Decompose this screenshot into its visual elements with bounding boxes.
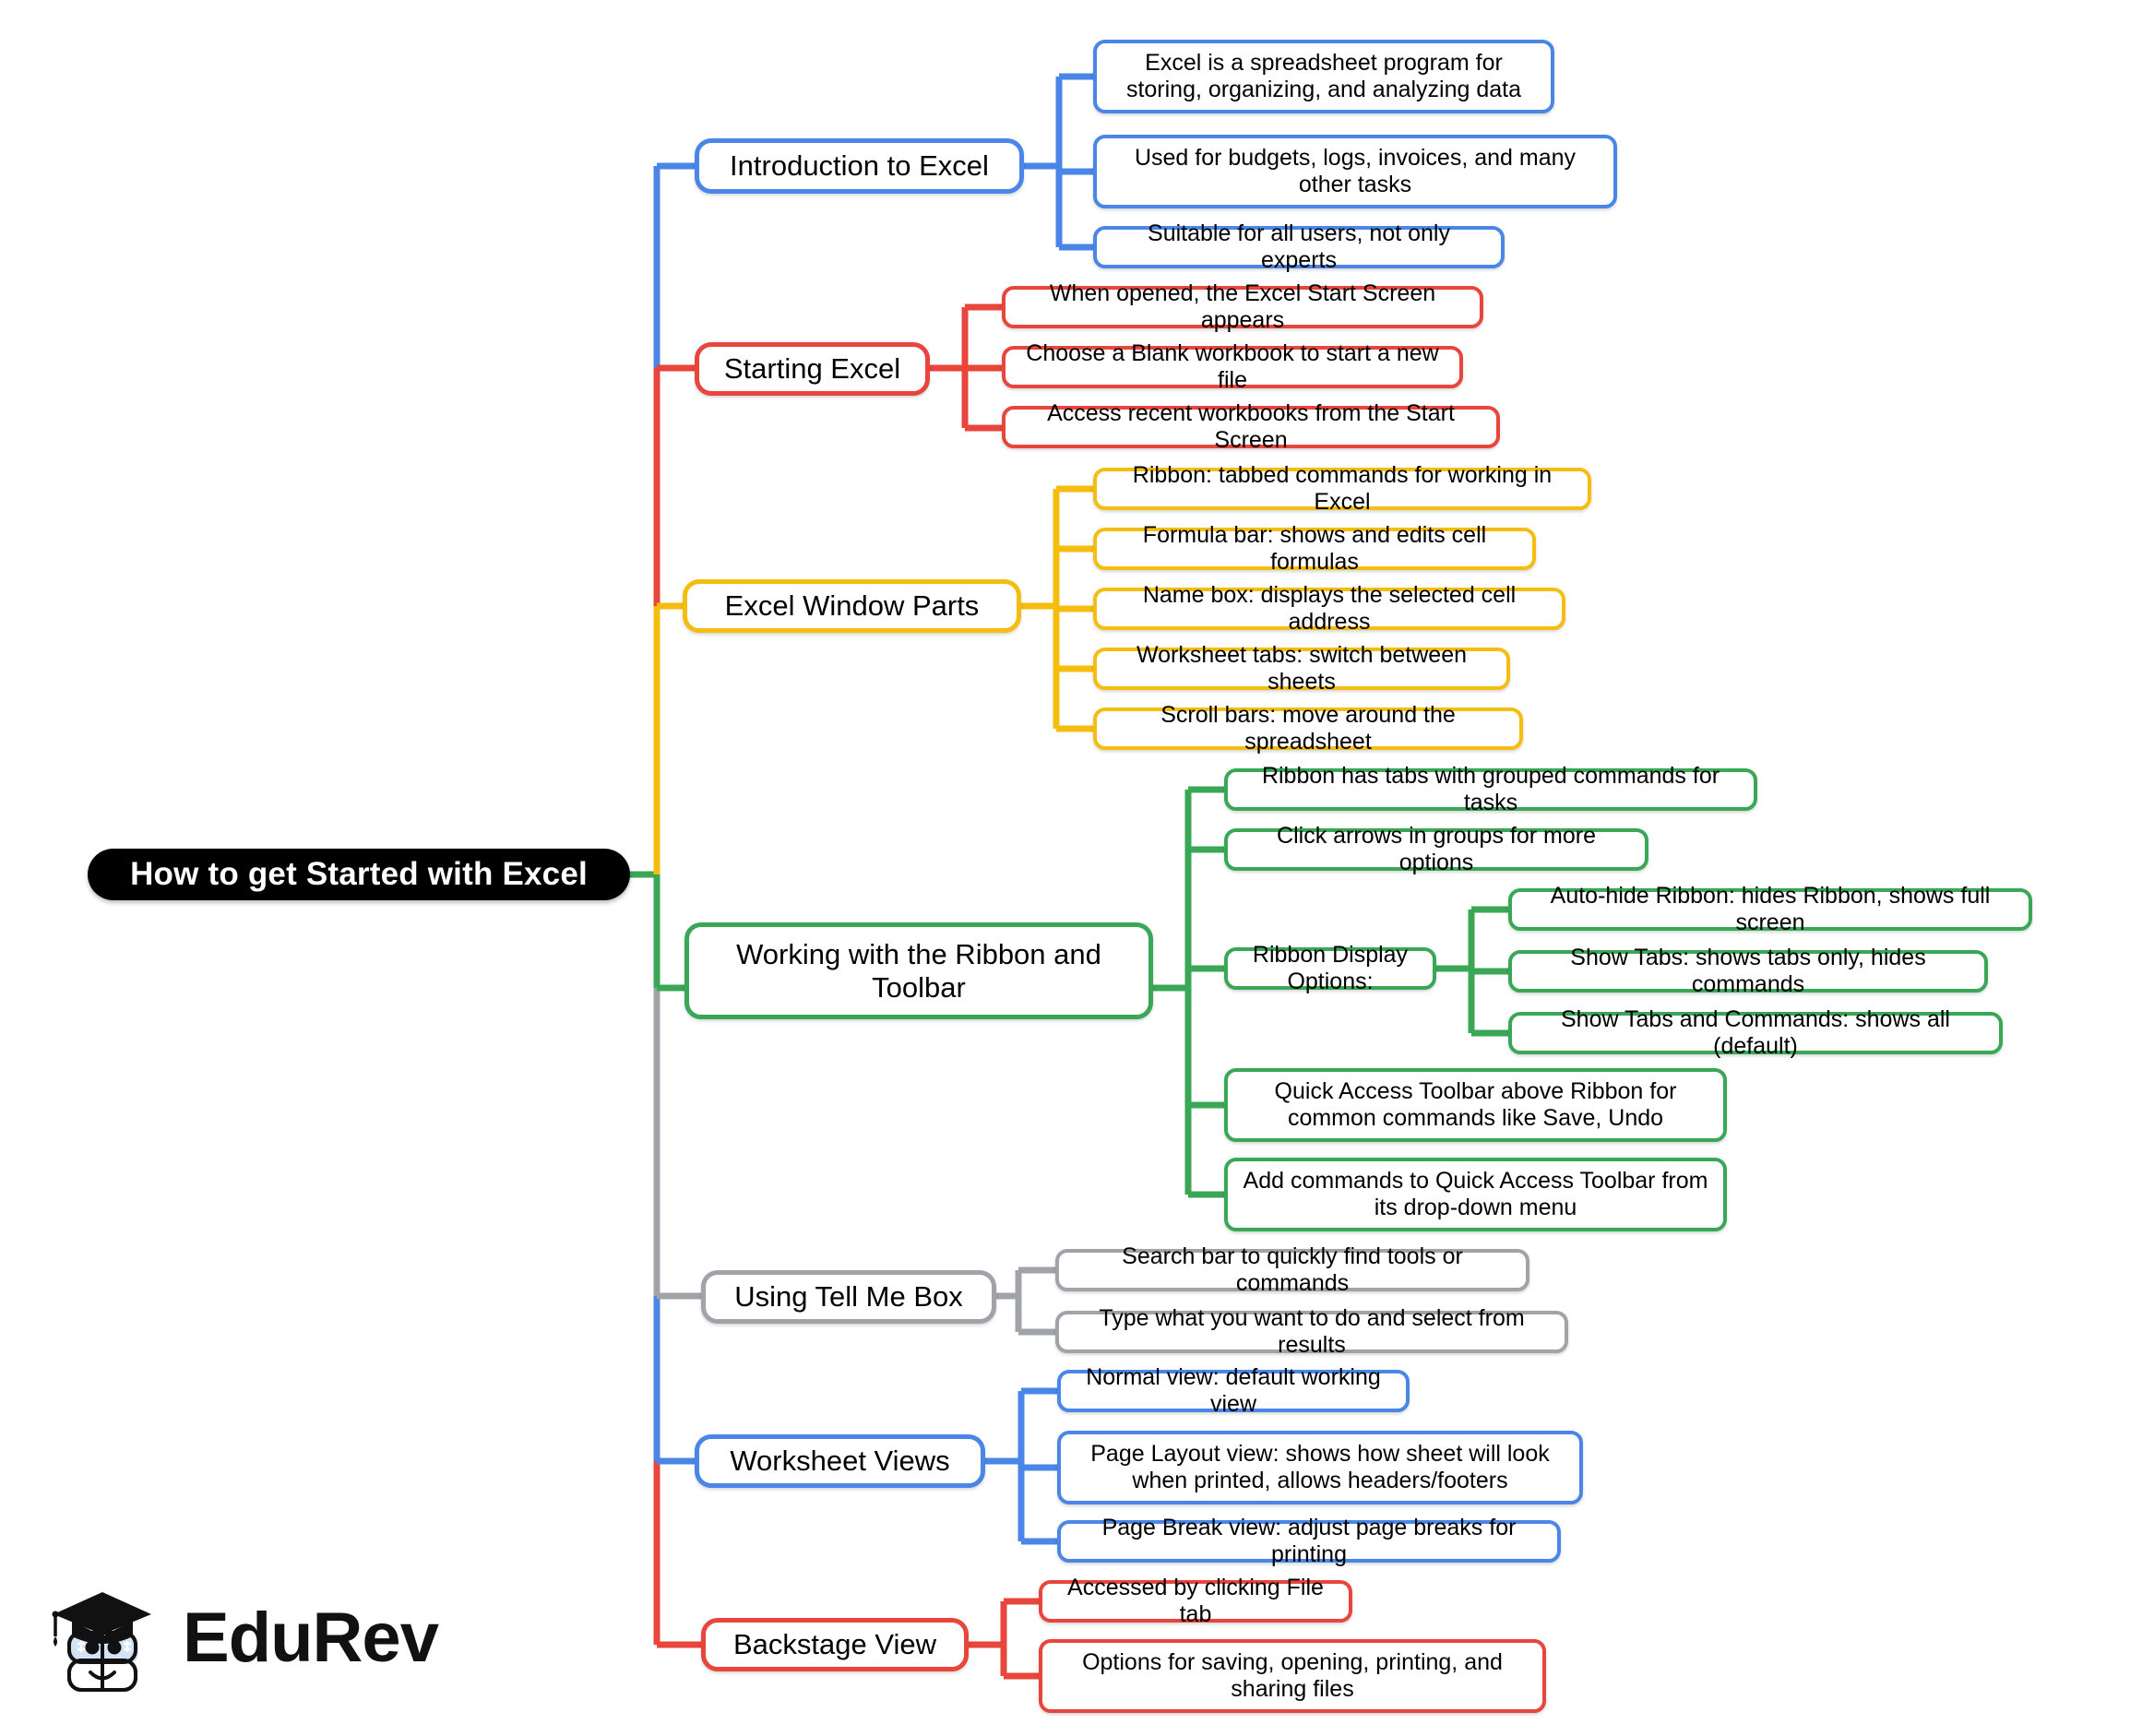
leaf-node[interactable]: Name box: displays the selected cell add… [1093,582,1565,635]
node-ribbon-display-options[interactable]: Ribbon Display Options: [1224,942,1436,994]
leaf-node[interactable]: Auto-hide Ribbon: hides Ribbon, shows fu… [1508,883,2032,935]
leaf-node[interactable]: Page Break view: adjust page breaks for … [1057,1515,1561,1567]
leaf-node[interactable]: Ribbon has tabs with grouped commands fo… [1224,763,1757,815]
leaf-node[interactable]: Show Tabs: shows tabs only, hides comman… [1508,945,1988,997]
leaf-node[interactable]: Options for saving, opening, printing, a… [1039,1639,1546,1713]
leaf-node[interactable]: Click arrows in groups for more options [1224,823,1648,875]
branch-node-working-with-ribbon-and-toolbar[interactable]: Working with the Ribbon and Toolbar [684,922,1153,1019]
leaf-node[interactable]: Access recent workbooks from the Start S… [1002,400,1500,453]
leaf-node[interactable]: Add commands to Quick Access Toolbar fro… [1224,1158,1727,1231]
branch-node-using-tell-me-box[interactable]: Using Tell Me Box [701,1270,996,1324]
branch-node-worksheet-views[interactable]: Worksheet Views [695,1434,985,1488]
leaf-node[interactable]: Accessed by clicking File tab [1039,1575,1352,1627]
edurev-logo: EduRev [44,1579,439,1699]
branch-node-introduction-to-excel[interactable]: Introduction to Excel [695,138,1024,194]
leaf-node[interactable]: Search bar to quickly find tools or comm… [1055,1243,1529,1296]
leaf-node[interactable]: Choose a Blank workbook to start a new f… [1002,340,1463,393]
leaf-node[interactable]: Scroll bars: move around the spreadsheet [1093,702,1523,755]
graduation-cap-book-mascot-icon [52,1592,151,1692]
branch-node-backstage-view[interactable]: Backstage View [701,1618,969,1671]
leaf-node[interactable]: Type what you want to do and select from… [1055,1305,1568,1358]
edurev-wordmark: EduRev [183,1599,439,1677]
root-node[interactable]: How to get Started with Excel [88,849,630,900]
leaf-node[interactable]: Show Tabs and Commands: shows all (defau… [1508,1006,2003,1059]
leaf-node[interactable]: When opened, the Excel Start Screen appe… [1002,280,1483,333]
leaf-node[interactable]: Worksheet tabs: switch between sheets [1093,642,1510,695]
leaf-node[interactable]: Ribbon: tabbed commands for working in E… [1093,462,1591,515]
leaf-node[interactable]: Suitable for all users, not only experts [1093,220,1505,273]
leaf-node[interactable]: Normal view: default working view [1057,1364,1410,1417]
leaf-node[interactable]: Used for budgets, logs, invoices, and ma… [1093,135,1617,208]
branch-node-starting-excel[interactable]: Starting Excel [695,342,930,396]
leaf-node[interactable]: Page Layout view: shows how sheet will l… [1057,1431,1583,1504]
leaf-node[interactable]: Excel is a spreadsheet program for stori… [1093,40,1554,113]
leaf-node[interactable]: Formula bar: shows and edits cell formul… [1093,522,1536,575]
leaf-node[interactable]: Quick Access Toolbar above Ribbon for co… [1224,1068,1727,1142]
branch-node-excel-window-parts[interactable]: Excel Window Parts [683,579,1021,633]
